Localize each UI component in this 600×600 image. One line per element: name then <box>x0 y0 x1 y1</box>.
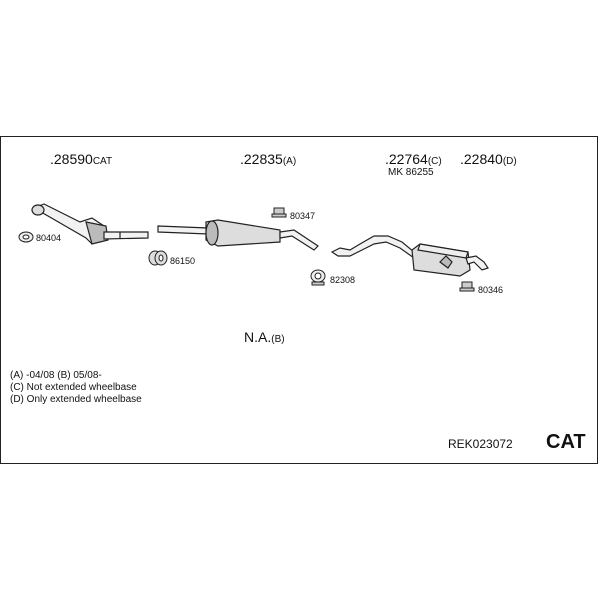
rubber-mount-icon <box>148 250 168 266</box>
reference-code: REK023072 <box>448 437 513 451</box>
part-suffix: (C) <box>427 156 442 167</box>
note-a-b: (A) -04/08 (B) 05/08- <box>10 370 102 381</box>
diagram-frame <box>0 136 598 464</box>
rear-pipe <box>330 235 415 260</box>
middle-pipe <box>157 219 319 251</box>
accessory-label-clamp-2: 82308 <box>330 275 356 285</box>
part-number: .22764 <box>385 151 428 167</box>
part-number: .22840 <box>460 151 503 167</box>
note-c: (C) Not extended wheelbase <box>10 382 137 393</box>
part-sub-kit: MK 86255 <box>388 167 434 178</box>
type-badge: CAT <box>546 431 586 453</box>
part-label-rear-muffler: .22840(D) <box>460 152 517 167</box>
accessory-label-clamp-1: 80347 <box>290 211 316 221</box>
gasket-icon <box>18 231 34 243</box>
clamp-icon <box>271 207 287 218</box>
part-number: N.A. <box>244 329 272 345</box>
part-label-middle-pipe: .22835(A) <box>240 152 296 167</box>
note-d: (D) Only extended wheelbase <box>10 394 142 405</box>
rear-muffler <box>411 243 489 277</box>
part-label-na: N.A.(B) <box>244 330 285 345</box>
accessory-label-gasket: 80404 <box>36 233 62 243</box>
accessory-label-rubber-mount: 86150 <box>170 256 196 266</box>
catalyst-front-pipe <box>31 203 149 245</box>
clamp-icon <box>310 269 326 286</box>
accessory-label-clamp-3: 80346 <box>478 285 504 295</box>
part-suffix: (B) <box>271 334 285 345</box>
part-suffix: (A) <box>282 156 297 167</box>
part-number: .22835 <box>240 151 283 167</box>
part-number: .28590 <box>50 151 93 167</box>
part-label-rear-pipe: .22764(C) <box>385 152 442 167</box>
clamp-icon <box>459 281 475 292</box>
part-suffix: CAT <box>92 156 113 167</box>
part-suffix: (D) <box>502 156 517 167</box>
part-label-catalyst: .28590CAT <box>50 152 112 167</box>
